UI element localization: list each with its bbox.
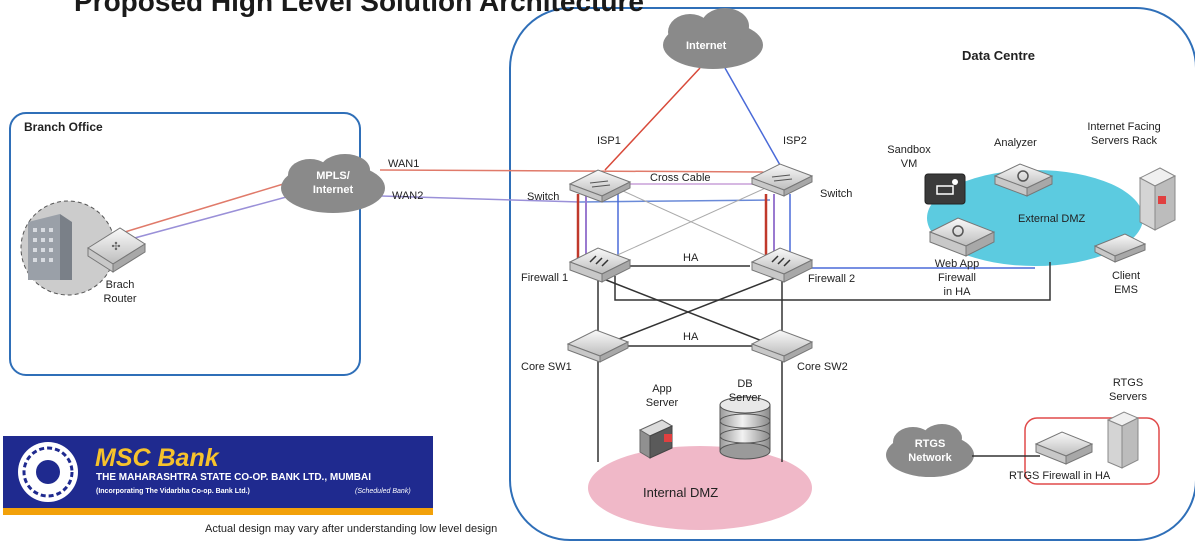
waf-label-line1: Web App	[934, 258, 980, 270]
building-icon	[28, 214, 72, 280]
switch-right-label: Switch	[820, 188, 853, 200]
mpls-label-line1: MPLS/	[316, 170, 350, 182]
sandbox-label-line2: VM	[900, 158, 918, 170]
rtgs-network-cloud	[886, 424, 974, 477]
analyzer-label: Analyzer	[994, 137, 1037, 149]
bank-emblem-layer	[18, 442, 78, 502]
bank-banner-stripe	[3, 508, 433, 515]
external-dmz-label: External DMZ	[1018, 213, 1086, 225]
sandbox-vm-icon	[924, 173, 966, 205]
analyzer-icon	[993, 163, 1054, 197]
rtgs-frame	[1024, 417, 1160, 485]
sandbox-label-line1: Sandbox	[887, 144, 931, 156]
firewall-2-icon	[750, 247, 814, 283]
router-label-line2: Router	[103, 293, 137, 305]
fw-external-dmz-link	[614, 262, 1051, 301]
bank-name: MSC Bank	[95, 444, 219, 472]
branch-link-red	[104, 181, 291, 239]
isp1-link	[604, 67, 701, 171]
firewall-ha-label: HA	[683, 252, 699, 264]
rtgs-network-label-line2: Network	[908, 452, 952, 464]
core-sw2-label: Core SW2	[797, 361, 848, 373]
client-ems-label-line2: EMS	[1114, 284, 1138, 296]
switch-left-icon	[568, 169, 632, 203]
router-label-line1: Brach	[105, 279, 135, 291]
server-rack-icon	[1138, 167, 1177, 231]
switch-left-label: Switch	[527, 191, 560, 203]
db-server-label-line1: DB	[737, 378, 753, 390]
internal-dmz-zone	[588, 446, 812, 530]
rtgs-firewall-label: RTGS Firewall in HA	[1009, 470, 1111, 482]
app-server-icon	[638, 419, 674, 459]
fw-core-cross-2	[595, 275, 781, 349]
switch-right-icon	[750, 163, 814, 197]
waf-icon	[928, 217, 996, 257]
core-ha-label: HA	[683, 331, 699, 343]
servers-rack-label-line1: Internet Facing	[1087, 121, 1161, 133]
app-server-label-line2: Server	[645, 397, 679, 409]
data-centre-frame	[509, 7, 1195, 541]
wan2-label: WAN2	[392, 190, 424, 202]
bank-incorporating: (Incorporating The Vidarbha Co-op. Bank …	[96, 488, 250, 495]
data-centre-label: Data Centre	[962, 48, 1035, 63]
core-sw2-icon	[750, 329, 814, 363]
servers-rack-label-line2: Servers Rack	[1090, 135, 1158, 147]
firewall-1-icon	[568, 247, 632, 283]
cross-cable-label: Cross Cable	[650, 172, 711, 184]
core-sw1-icon	[566, 329, 630, 363]
page-title: Proposed High Level Solution Architectur…	[74, 0, 644, 17]
rtgs-firewall-icon	[1034, 431, 1094, 465]
wan1-label: WAN1	[388, 158, 420, 170]
client-ems-label-line1: Client	[1111, 270, 1141, 282]
core-sw1-label: Core SW1	[521, 361, 572, 373]
svg-text:✣: ✣	[111, 240, 120, 253]
bank-full-name: THE MAHARASHTRA STATE CO-OP. BANK LTD., …	[96, 472, 371, 483]
wan2-link	[379, 195, 581, 203]
internal-dmz-label: Internal DMZ	[643, 485, 719, 500]
branch-office-frame	[9, 112, 361, 376]
router-icon: ✣	[87, 227, 146, 273]
rtgs-servers-icon	[1106, 411, 1140, 469]
waf-label-line2: Firewall	[938, 272, 976, 284]
sw-fw-cross-1	[611, 185, 781, 263]
internet-label: Internet	[686, 40, 727, 52]
sw-fw-cross-2	[601, 185, 771, 263]
client-ems-icon	[1093, 233, 1147, 263]
waf-label-line3: in HA	[943, 286, 971, 298]
isp1-label: ISP1	[597, 135, 621, 147]
db-server-icon	[719, 396, 771, 460]
branch-office-label: Branch Office	[24, 120, 103, 134]
bank-logo-icon	[18, 442, 78, 502]
isp2-label: ISP2	[783, 135, 807, 147]
rtgs-network-label-line1: RTGS	[914, 438, 946, 450]
internet-cloud	[663, 8, 763, 69]
firewall-1-label: Firewall 1	[521, 272, 569, 284]
wan2-link-b	[579, 199, 771, 203]
firewall-2-label: Firewall 2	[808, 273, 856, 285]
rtgs-servers-label-line1: RTGS	[1112, 377, 1144, 389]
footer-note: Actual design may vary after understandi…	[205, 523, 498, 535]
db-server-label-line2: Server	[728, 392, 762, 404]
isp2-link	[724, 67, 781, 166]
mpls-cloud	[281, 154, 385, 213]
rtgs-servers-label-line2: Servers	[1109, 391, 1147, 403]
mpls-label-line2: Internet	[312, 184, 354, 196]
bank-scheduled: (Scheduled Bank)	[355, 488, 411, 495]
app-server-label-line1: App	[652, 383, 672, 395]
wan1-link	[379, 169, 771, 173]
